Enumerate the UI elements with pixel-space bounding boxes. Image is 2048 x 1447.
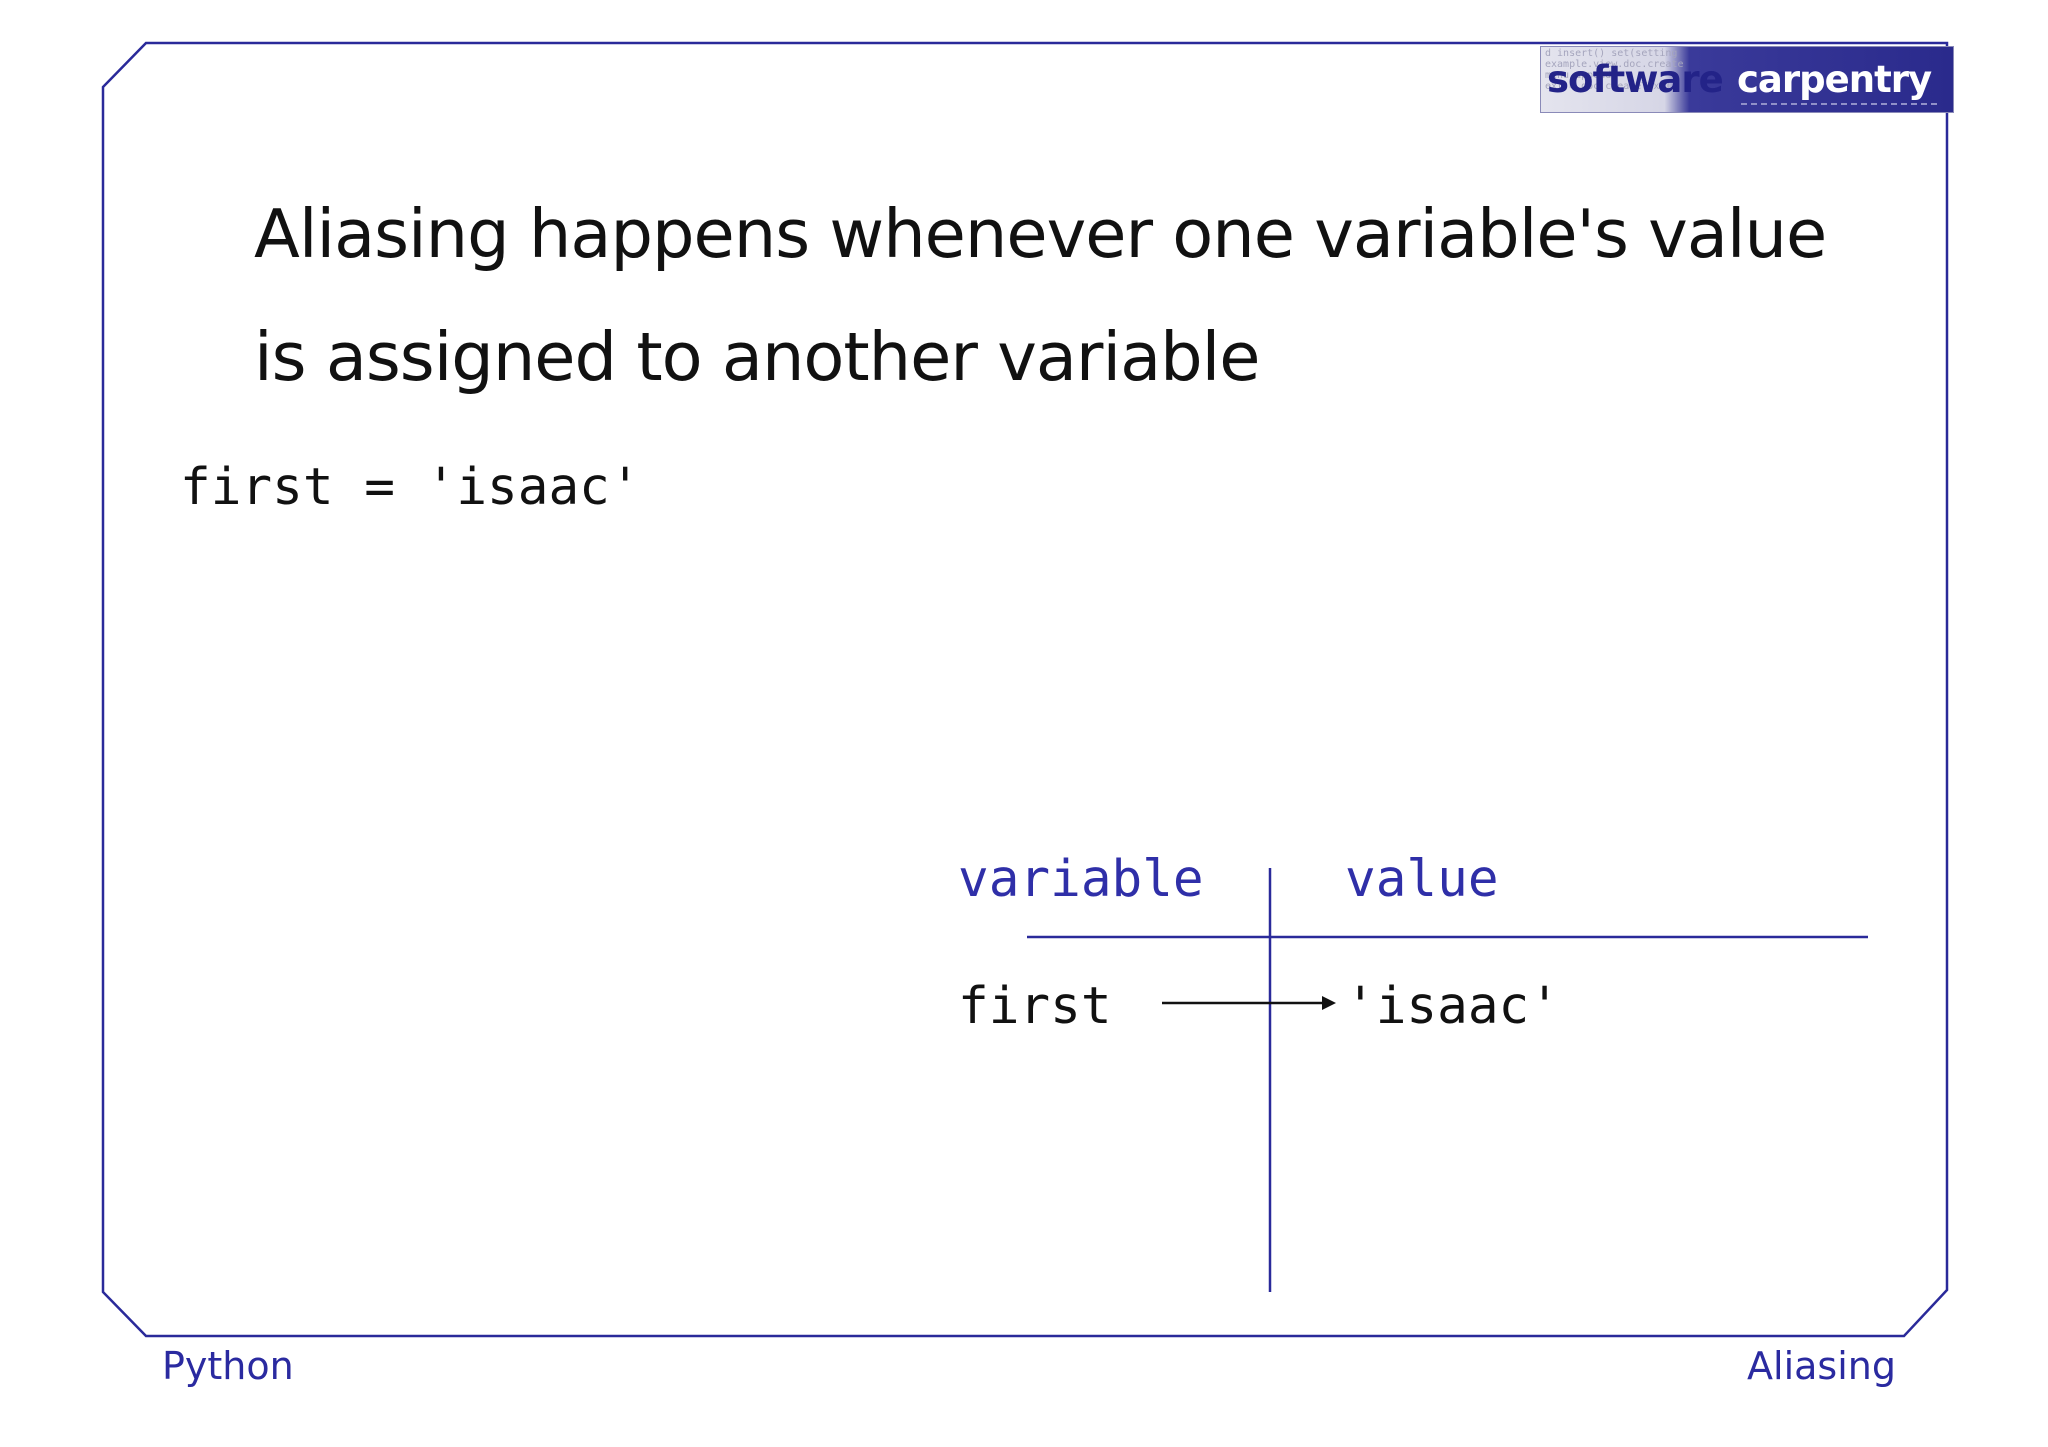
reference-arrow (1162, 996, 1336, 1010)
logo-background-text: d insert() set(setting example.view.doc.… (1545, 48, 1684, 92)
logo-dashed-line (1741, 103, 1937, 105)
slide-border (101, 41, 1949, 1338)
table-cell-variable: first (958, 977, 1112, 1036)
slide-heading-line-1: Aliasing happens whenever one variable's… (254, 195, 1827, 273)
slide-heading-line-2: is assigned to another variable (254, 318, 1261, 396)
footer-course-label: Python (162, 1344, 294, 1388)
table-cell-value: 'isaac' (1345, 977, 1560, 1036)
footer-topic-label: Aliasing (1747, 1344, 1896, 1388)
logo-word-carpentry: carpentry (1737, 58, 1932, 101)
code-line: first = 'isaac' (180, 458, 641, 517)
table-header-value: value (1345, 850, 1499, 909)
logo-word-software: software (1547, 58, 1724, 101)
table-header-variable: variable (958, 850, 1204, 909)
software-carpentry-logo: d insert() set(setting example.view.doc.… (1540, 46, 1954, 113)
